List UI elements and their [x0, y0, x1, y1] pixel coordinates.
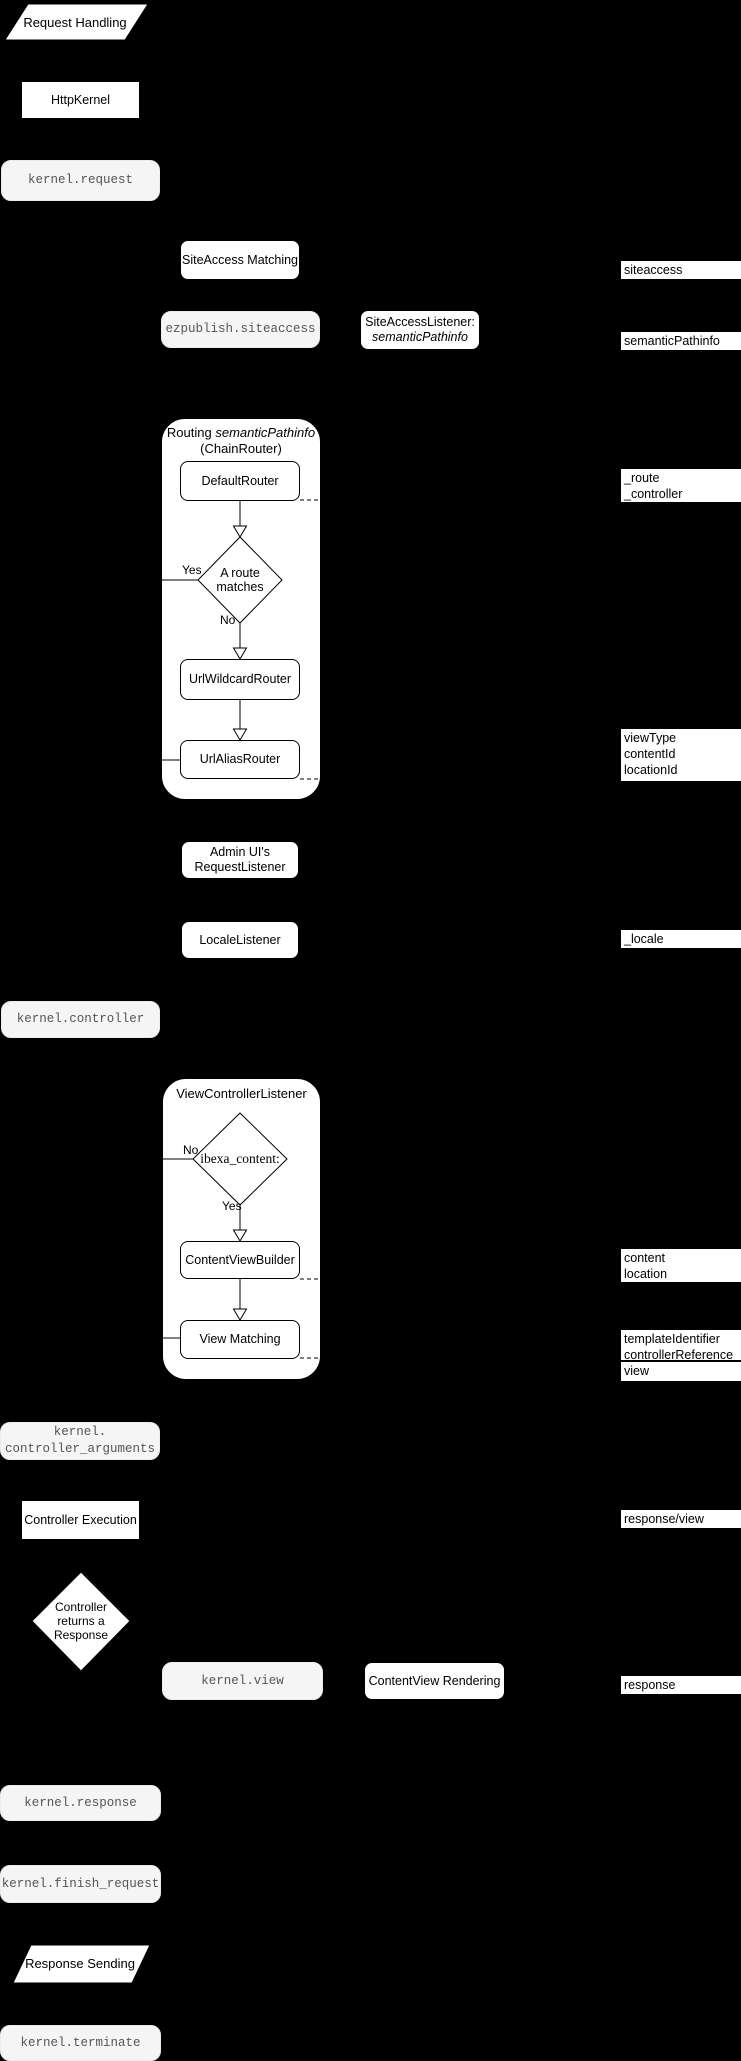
- node-contentview-builder: ContentViewBuilder: [180, 1241, 300, 1279]
- edge-label-content-location: content location: [621, 1249, 741, 1282]
- event-kernel-terminate: kernel.terminate: [0, 2025, 161, 2061]
- response-sending-label: Response Sending: [25, 1955, 135, 1971]
- edge-label-response: response: [621, 1676, 741, 1694]
- node-siteaccess-listener: SiteAccessListener: semanticPathinfo: [360, 310, 480, 350]
- edge-label-locale: _locale: [621, 930, 741, 948]
- event-kernel-request: kernel.request: [1, 160, 160, 201]
- edge-label-semantic-pathinfo: semanticPathinfo: [621, 332, 741, 350]
- ibexa-content-no-label: No: [183, 1143, 199, 1157]
- ibexa-content-yes-label: Yes: [222, 1199, 242, 1213]
- edge-label-template-controller: templateIdentifier controllerReference: [621, 1330, 741, 1362]
- node-siteaccess-matching: SiteAccess Matching: [180, 240, 300, 280]
- node-urlwildcard-router: UrlWildcardRouter: [180, 659, 300, 700]
- event-kernel-controller: kernel.controller: [1, 1001, 160, 1038]
- siteaccess-listener-line1: SiteAccessListener:: [365, 315, 475, 329]
- node-contentview-rendering: ContentView Rendering: [364, 1662, 505, 1700]
- vcl-container-title: ViewControllerListener: [176, 1086, 307, 1101]
- route-matches-yes-label: Yes: [182, 563, 202, 577]
- route-matches-no-label: No: [220, 613, 236, 627]
- node-admin-request-listener: Admin UI's RequestListener: [181, 841, 299, 879]
- edge-label-view: view: [621, 1362, 741, 1381]
- node-httpkernel: HttpKernel: [21, 81, 140, 119]
- node-controller-execution: Controller Execution: [21, 1500, 140, 1540]
- edge-label-siteaccess: siteaccess: [621, 261, 741, 279]
- edge-label-route-controller: _route _controller: [621, 469, 741, 502]
- event-kernel-response: kernel.response: [0, 1785, 161, 1821]
- event-ezpublish-siteaccess: ezpublish.siteaccess: [161, 311, 320, 348]
- siteaccess-listener-line2: semanticPathinfo: [372, 330, 468, 344]
- node-urlalias-router: UrlAliasRouter: [180, 740, 300, 779]
- route-matches-label: A route matches: [216, 566, 264, 594]
- edge-label-routing-params: viewType contentId locationId: [621, 729, 741, 781]
- controller-returns-label: Controller returns a Response: [53, 1600, 109, 1642]
- edge-label-response-view: response/view: [621, 1510, 741, 1528]
- node-default-router: DefaultRouter: [180, 461, 300, 501]
- node-view-matching: View Matching: [180, 1320, 300, 1359]
- event-kernel-view: kernel.view: [162, 1662, 323, 1700]
- request-handling-label: Request Handling: [23, 14, 127, 30]
- event-kernel-controller-arguments: kernel. controller_arguments: [0, 1422, 160, 1460]
- ibexa-content-label: ibexa_content:: [200, 1151, 280, 1166]
- node-locale-listener: LocaleListener: [181, 921, 299, 959]
- routing-container-title: Routing semanticPathinfo (ChainRouter): [166, 425, 316, 456]
- event-kernel-finish-request: kernel.finish_request: [0, 1865, 161, 1903]
